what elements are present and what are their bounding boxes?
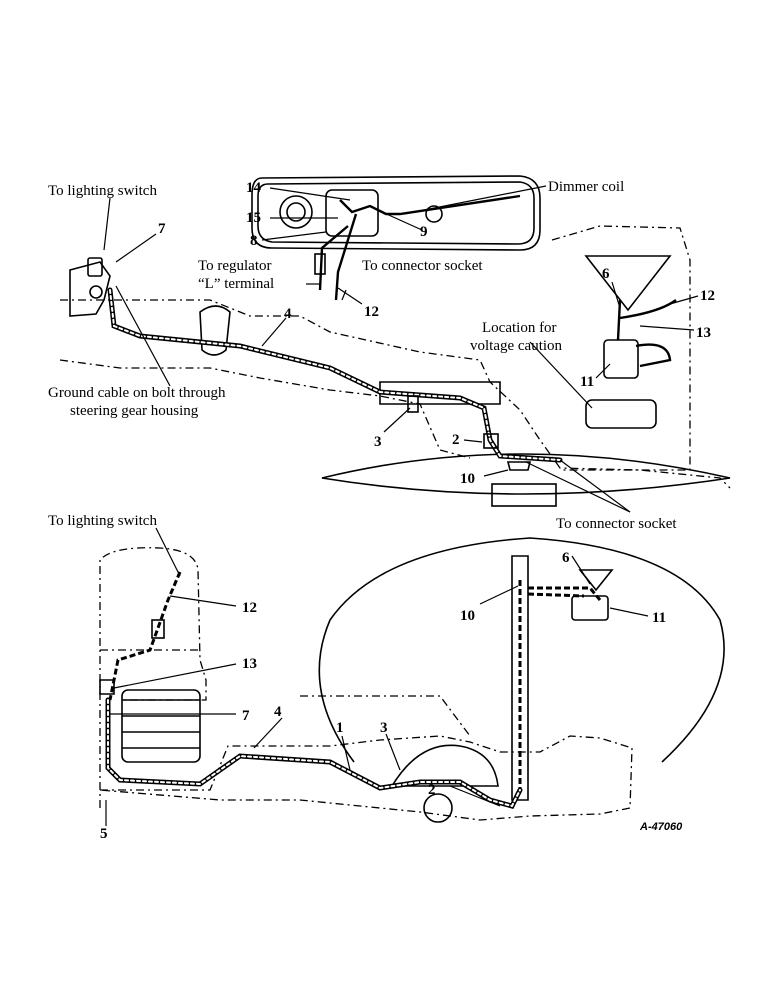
callout-13-right: 13	[696, 325, 711, 341]
figure-code: A-47060	[639, 821, 683, 833]
callout-14: 14	[246, 180, 262, 196]
callout-12-right: 12	[700, 288, 715, 304]
label-steering-gear: steering gear housing	[70, 403, 199, 419]
ammeter-gauge	[279, 195, 313, 229]
steering-column-outline	[99, 547, 207, 808]
callout-b-6: 6	[562, 550, 570, 566]
label-to-lighting-switch-bottom: To lighting switch	[48, 513, 157, 529]
label-to-connector-socket-top: To connector socket	[362, 258, 483, 274]
label-l-terminal: “L” terminal	[198, 276, 274, 292]
top-view: To lighting switch Dimmer coil To regula…	[48, 175, 731, 532]
label-voltage-caution: voltage caution	[470, 338, 563, 354]
callout-b-10: 10	[460, 608, 475, 624]
callout-2: 2	[452, 432, 460, 448]
tractor-body-bottom	[99, 735, 633, 821]
bottom-view: To lighting switch 12 13 7 4 1 3 2 5 6 1…	[48, 513, 725, 842]
conduit-vertical	[511, 555, 529, 801]
callout-b-4: 4	[274, 704, 282, 720]
fender-bottom	[318, 537, 725, 763]
callout-b-12: 12	[242, 600, 257, 616]
label-dimmer-coil: Dimmer coil	[548, 179, 624, 195]
fender-top	[321, 453, 731, 495]
callout-6: 6	[602, 266, 610, 282]
callout-b-1: 1	[336, 720, 344, 736]
label-to-connector-socket-lower: To connector socket	[556, 516, 677, 532]
callout-8: 8	[250, 233, 258, 249]
callout-15: 15	[246, 210, 261, 226]
label-to-regulator: To regulator	[198, 258, 272, 274]
callout-b-5: 5	[100, 826, 108, 842]
callout-b-13: 13	[242, 656, 257, 672]
callout-9: 9	[420, 224, 428, 240]
light-switch-body	[325, 189, 379, 237]
callout-12: 12	[364, 304, 379, 320]
callout-b-7: 7	[242, 708, 250, 724]
callout-b-11: 11	[652, 610, 666, 626]
label-to-lighting-switch-top: To lighting switch	[48, 183, 157, 199]
callout-11-right: 11	[580, 374, 594, 390]
callout-7: 7	[158, 221, 166, 237]
callout-4: 4	[284, 306, 292, 322]
callout-3: 3	[374, 434, 382, 450]
callout-b-2: 2	[428, 782, 436, 798]
label-location-for: Location for	[482, 320, 557, 336]
callout-10: 10	[460, 471, 475, 487]
instrument-panel	[251, 175, 541, 251]
callout-b-3: 3	[380, 720, 388, 736]
label-ground-cable: Ground cable on bolt through	[48, 385, 226, 401]
